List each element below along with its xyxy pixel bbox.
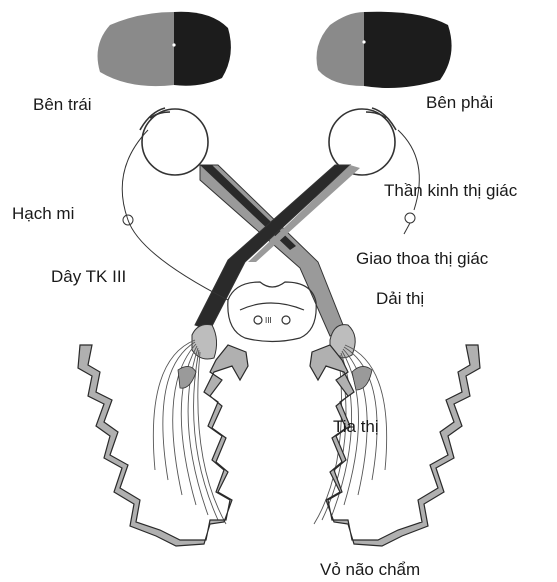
label-optic-tract: Dải thị [376, 290, 424, 307]
left-geniculate-body [192, 324, 217, 359]
label-optic-radiation: Tia thị [333, 418, 379, 435]
label-optic-chiasm: Giao thoa thị giác [356, 250, 488, 267]
midbrain [228, 282, 316, 342]
left-visual-field [98, 12, 231, 86]
oculomotor-nerve [122, 130, 419, 300]
label-oculomotor-nerve: Dây TK III [51, 268, 126, 285]
nucleus-label: III [265, 316, 272, 325]
label-occipital-cortex: Vỏ não chẩm [320, 561, 420, 578]
right-occipital-cortex [310, 345, 480, 546]
left-ventricle-shape [178, 366, 196, 388]
optic-pathway [195, 165, 360, 336]
right-ventricle-shape [352, 366, 372, 390]
label-left-field: Bên trái [33, 96, 92, 113]
label-ciliary-ganglion: Hạch mi [12, 205, 74, 222]
label-optic-nerve: Thần kinh thị giác [384, 182, 517, 199]
label-right-field: Bên phải [426, 94, 493, 111]
right-visual-field [317, 12, 452, 88]
left-eye [140, 108, 208, 175]
